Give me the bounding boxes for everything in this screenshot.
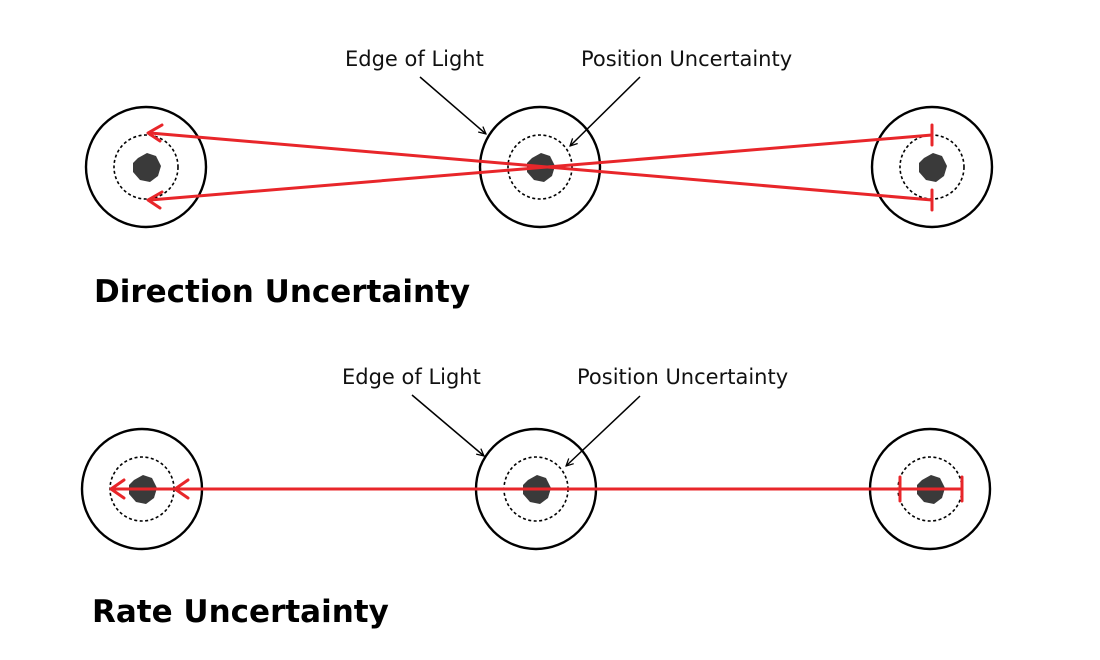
far-arrowhead: [109, 478, 126, 500]
light-edge-ring: [478, 105, 602, 229]
position-uncertainty-ring: [113, 134, 179, 200]
asteroid-icon: [133, 153, 161, 182]
rate-panel: Edge of Light Position Uncertainty Rat: [80, 365, 992, 630]
position-uncertainty-label: Position Uncertainty: [577, 365, 788, 389]
left-body: [84, 105, 208, 229]
rate-ray: [109, 475, 964, 503]
near-arrowhead: [173, 478, 190, 500]
edge-of-light-label: Edge of Light: [345, 47, 484, 71]
direction-rays: [146, 123, 934, 212]
right-body: [870, 105, 994, 229]
position-pointer-arrow: [570, 76, 641, 146]
edge-pointer-arrow: [419, 76, 486, 134]
edge-pointer-arrow: [411, 394, 484, 456]
asteroid-icon: [919, 153, 947, 182]
direction-heading: Direction Uncertainty: [94, 274, 470, 310]
rate-heading: Rate Uncertainty: [92, 594, 389, 630]
position-pointer-arrow: [566, 395, 641, 466]
position-uncertainty-ring: [507, 134, 573, 200]
upper-arrowhead: [146, 123, 164, 143]
upper-ray: [148, 131, 934, 202]
edge-of-light-label: Edge of Light: [342, 365, 481, 389]
lower-arrowhead: [146, 190, 164, 210]
direction-panel: Edge of Light Position Uncertainty: [84, 47, 994, 310]
position-uncertainty-label: Position Uncertainty: [581, 47, 792, 71]
light-edge-ring: [84, 105, 208, 229]
light-edge-ring: [870, 105, 994, 229]
